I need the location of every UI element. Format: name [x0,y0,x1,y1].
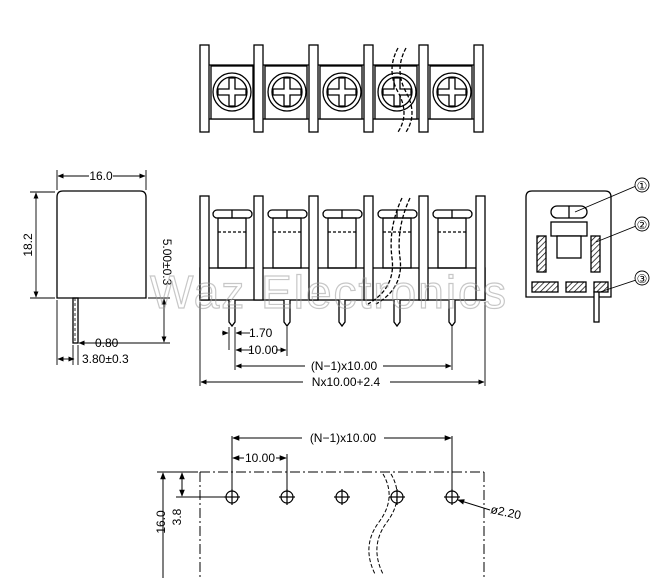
footprint-holes [224,489,460,505]
top-view-bars [199,44,484,133]
footprint-depth-label: 16.0 [154,510,168,534]
front-span-label: (N−1)x10.00 [311,359,378,373]
front-pins [228,300,456,328]
watermark: Waz Electronics [150,266,508,318]
side-height-label: 18.2 [21,233,35,257]
side-width-label: 16.0 [89,169,113,183]
side-pin [72,297,79,344]
side-dimensions [30,170,170,365]
section-clamp [550,221,588,237]
front-terminal-4 [377,209,418,269]
section-hatch-right [590,235,601,273]
callout-3: ③ [637,272,648,286]
front-pitch-label: 10.00 [248,343,278,357]
pin-length-label: 5.00±0.3 [160,239,174,286]
screw-head-5 [429,65,473,120]
front-terminal-2 [267,209,308,269]
screw-head-1 [210,65,254,120]
footprint-pitch-label: 10.00 [245,451,275,465]
screw-head-2 [264,65,308,120]
front-pin-width-label: 1.70 [249,326,273,340]
front-terminal-1 [212,209,253,269]
screw-head-3 [319,65,363,120]
front-dimensions [199,302,486,386]
front-terminal-5 [432,209,473,269]
section-hatch-base-1 [531,281,559,293]
side-view [56,190,147,344]
front-walls [199,195,486,301]
callout-2: ② [637,218,648,232]
front-terminal-3 [322,209,363,269]
side-pin-label: 0.80 [95,336,119,350]
section-hatch-base-2 [565,281,587,293]
front-view [199,195,486,328]
footprint-span-label: (N−1)x10.00 [310,431,377,445]
pcb-footprint [157,435,491,578]
front-total-label: Nx10.00+2.4 [312,375,381,389]
footprint-offset-label: 3.8 [170,508,184,525]
section-hatch-left [536,235,547,273]
top-view [199,44,484,133]
footprint-break-lines [368,473,398,575]
section-pin [593,291,600,323]
callout-1: ① [637,179,648,193]
section-callouts [574,177,650,293]
section-view [525,190,612,323]
top-view-break-lines [391,47,413,133]
side-pin-offset-label: 3.80±0.3 [82,352,129,366]
screw-head-4 [374,65,418,120]
footprint-hole-label: ø2.20 [489,502,522,522]
front-break-lines [367,197,411,305]
side-body [56,190,147,299]
